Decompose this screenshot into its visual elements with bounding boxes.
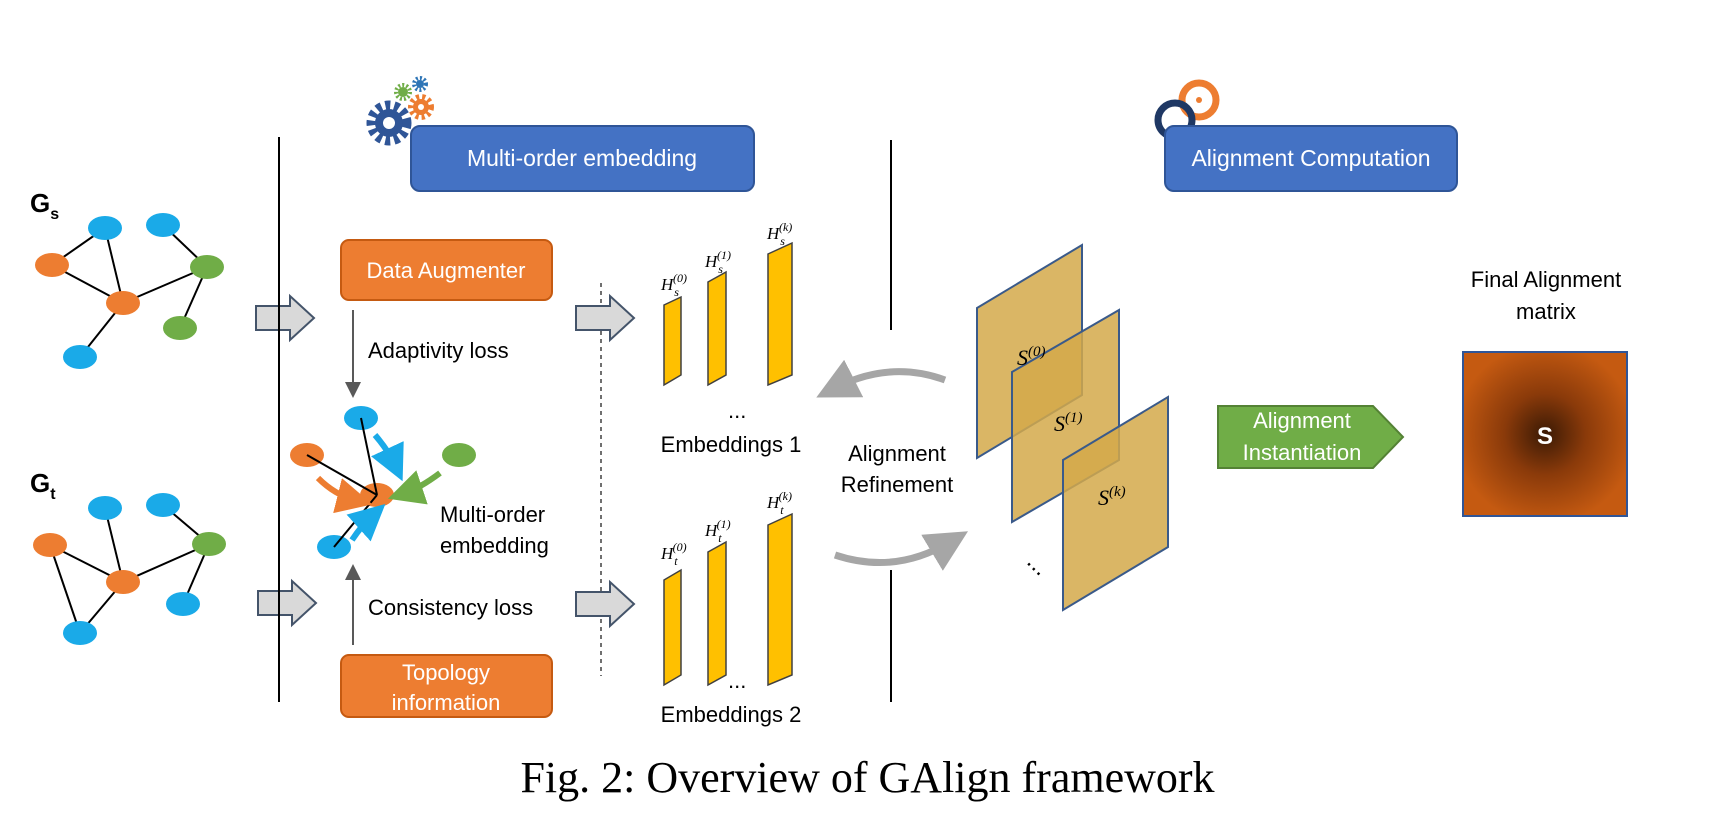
refinement-label-2: Refinement	[841, 472, 954, 497]
graph-node	[63, 345, 97, 369]
embedding-label-sk: Hs(k)	[766, 220, 792, 248]
graph-node	[166, 592, 200, 616]
embedding-bar	[707, 270, 727, 387]
graph-node	[146, 493, 180, 517]
galign-diagram: Gs Gt	[30, 76, 1628, 727]
graph-node	[35, 253, 69, 277]
embedding-ellipsis: ...	[728, 668, 746, 693]
source-graph-label: Gs	[30, 188, 59, 223]
alignment-matrices: S(0) S(1) S(k) ...	[976, 243, 1169, 612]
multi-order-label-2: embedding	[440, 533, 549, 558]
graph-node	[106, 291, 140, 315]
embeddings-target: Ht(0) Ht(1) Ht(k) ... Embeddings 2	[660, 489, 801, 727]
embedding-label-s0: Hs(0)	[660, 271, 687, 299]
target-graph-label: Gt	[30, 468, 56, 503]
graph-node	[88, 496, 122, 520]
alignment-header	[1164, 125, 1458, 192]
embedding-arrow-source	[575, 293, 636, 343]
multi-order-cluster	[290, 406, 476, 559]
embeddings-1-label: Embeddings 1	[661, 432, 802, 457]
embedding-bar	[663, 295, 682, 387]
instantiation-arrow	[1217, 405, 1405, 469]
embedding-label-t1: Ht(1)	[704, 517, 731, 545]
graph-node	[146, 213, 180, 237]
embedding-header	[410, 125, 755, 192]
matrix-ellipsis: ...	[1022, 548, 1055, 581]
graph-node	[190, 255, 224, 279]
input-arrow-target	[257, 578, 318, 628]
alignment-header-label: Alignment Computation	[1191, 145, 1430, 171]
multi-order-label-1: Multi-order	[440, 502, 545, 527]
embedding-bar	[707, 540, 727, 687]
embedding-label-t0: Ht(0)	[660, 540, 687, 568]
embedding-ellipsis: ...	[728, 398, 746, 423]
embeddings-2-label: Embeddings 2	[661, 702, 802, 727]
final-matrix-symbol: S	[1537, 423, 1553, 450]
embeddings-source: Hs(0) Hs(1) Hs(k) ... Embeddings 1	[660, 220, 801, 457]
embedding-arrow-target	[575, 579, 636, 629]
gears-icon	[366, 76, 434, 146]
embedding-bar	[663, 568, 682, 687]
matrix-label-0: S(0)	[1017, 344, 1046, 370]
embedding-label-s1: Hs(1)	[704, 248, 731, 276]
target-graph: Gt	[30, 468, 226, 645]
final-title-2: matrix	[1516, 299, 1576, 324]
matrix-label-k: S(k)	[1098, 484, 1126, 510]
graph-node	[106, 570, 140, 594]
topology-label-2: information	[392, 690, 501, 715]
final-alignment-matrix	[1462, 351, 1628, 517]
refinement-label-1: Alignment	[848, 441, 946, 466]
refinement-arrow-forward	[833, 531, 969, 571]
embedding-header-label: Multi-order embedding	[467, 145, 697, 171]
topology-label-1: Topology	[402, 660, 490, 685]
embedding-bar	[767, 512, 793, 687]
embedding-label-tk: Ht(k)	[766, 489, 792, 517]
instantiation-label-1: Alignment	[1253, 408, 1351, 433]
alignment-matrix-k	[1062, 395, 1169, 612]
consistency-loss-label: Consistency loss	[368, 595, 533, 620]
figure-caption: Fig. 2: Overview of GAlign framework	[520, 753, 1215, 802]
input-arrow-source	[255, 293, 316, 343]
graph-node	[88, 216, 122, 240]
embedding-bar	[767, 241, 793, 387]
data-augmenter-box	[340, 239, 553, 301]
source-graph: Gs	[30, 188, 224, 369]
graph-node	[192, 532, 226, 556]
topology-box	[340, 654, 553, 718]
data-augmenter-label: Data Augmenter	[367, 258, 526, 283]
graph-node	[163, 316, 197, 340]
final-title-1: Final Alignment	[1471, 267, 1621, 292]
graph-node	[33, 533, 67, 557]
graph-node	[63, 621, 97, 645]
matrix-label-1: S(1)	[1054, 410, 1083, 436]
graph-node	[442, 443, 476, 467]
adaptivity-loss-label: Adaptivity loss	[368, 338, 509, 363]
refinement-arrow-back	[816, 359, 947, 398]
instantiation-label-2: Instantiation	[1243, 440, 1362, 465]
